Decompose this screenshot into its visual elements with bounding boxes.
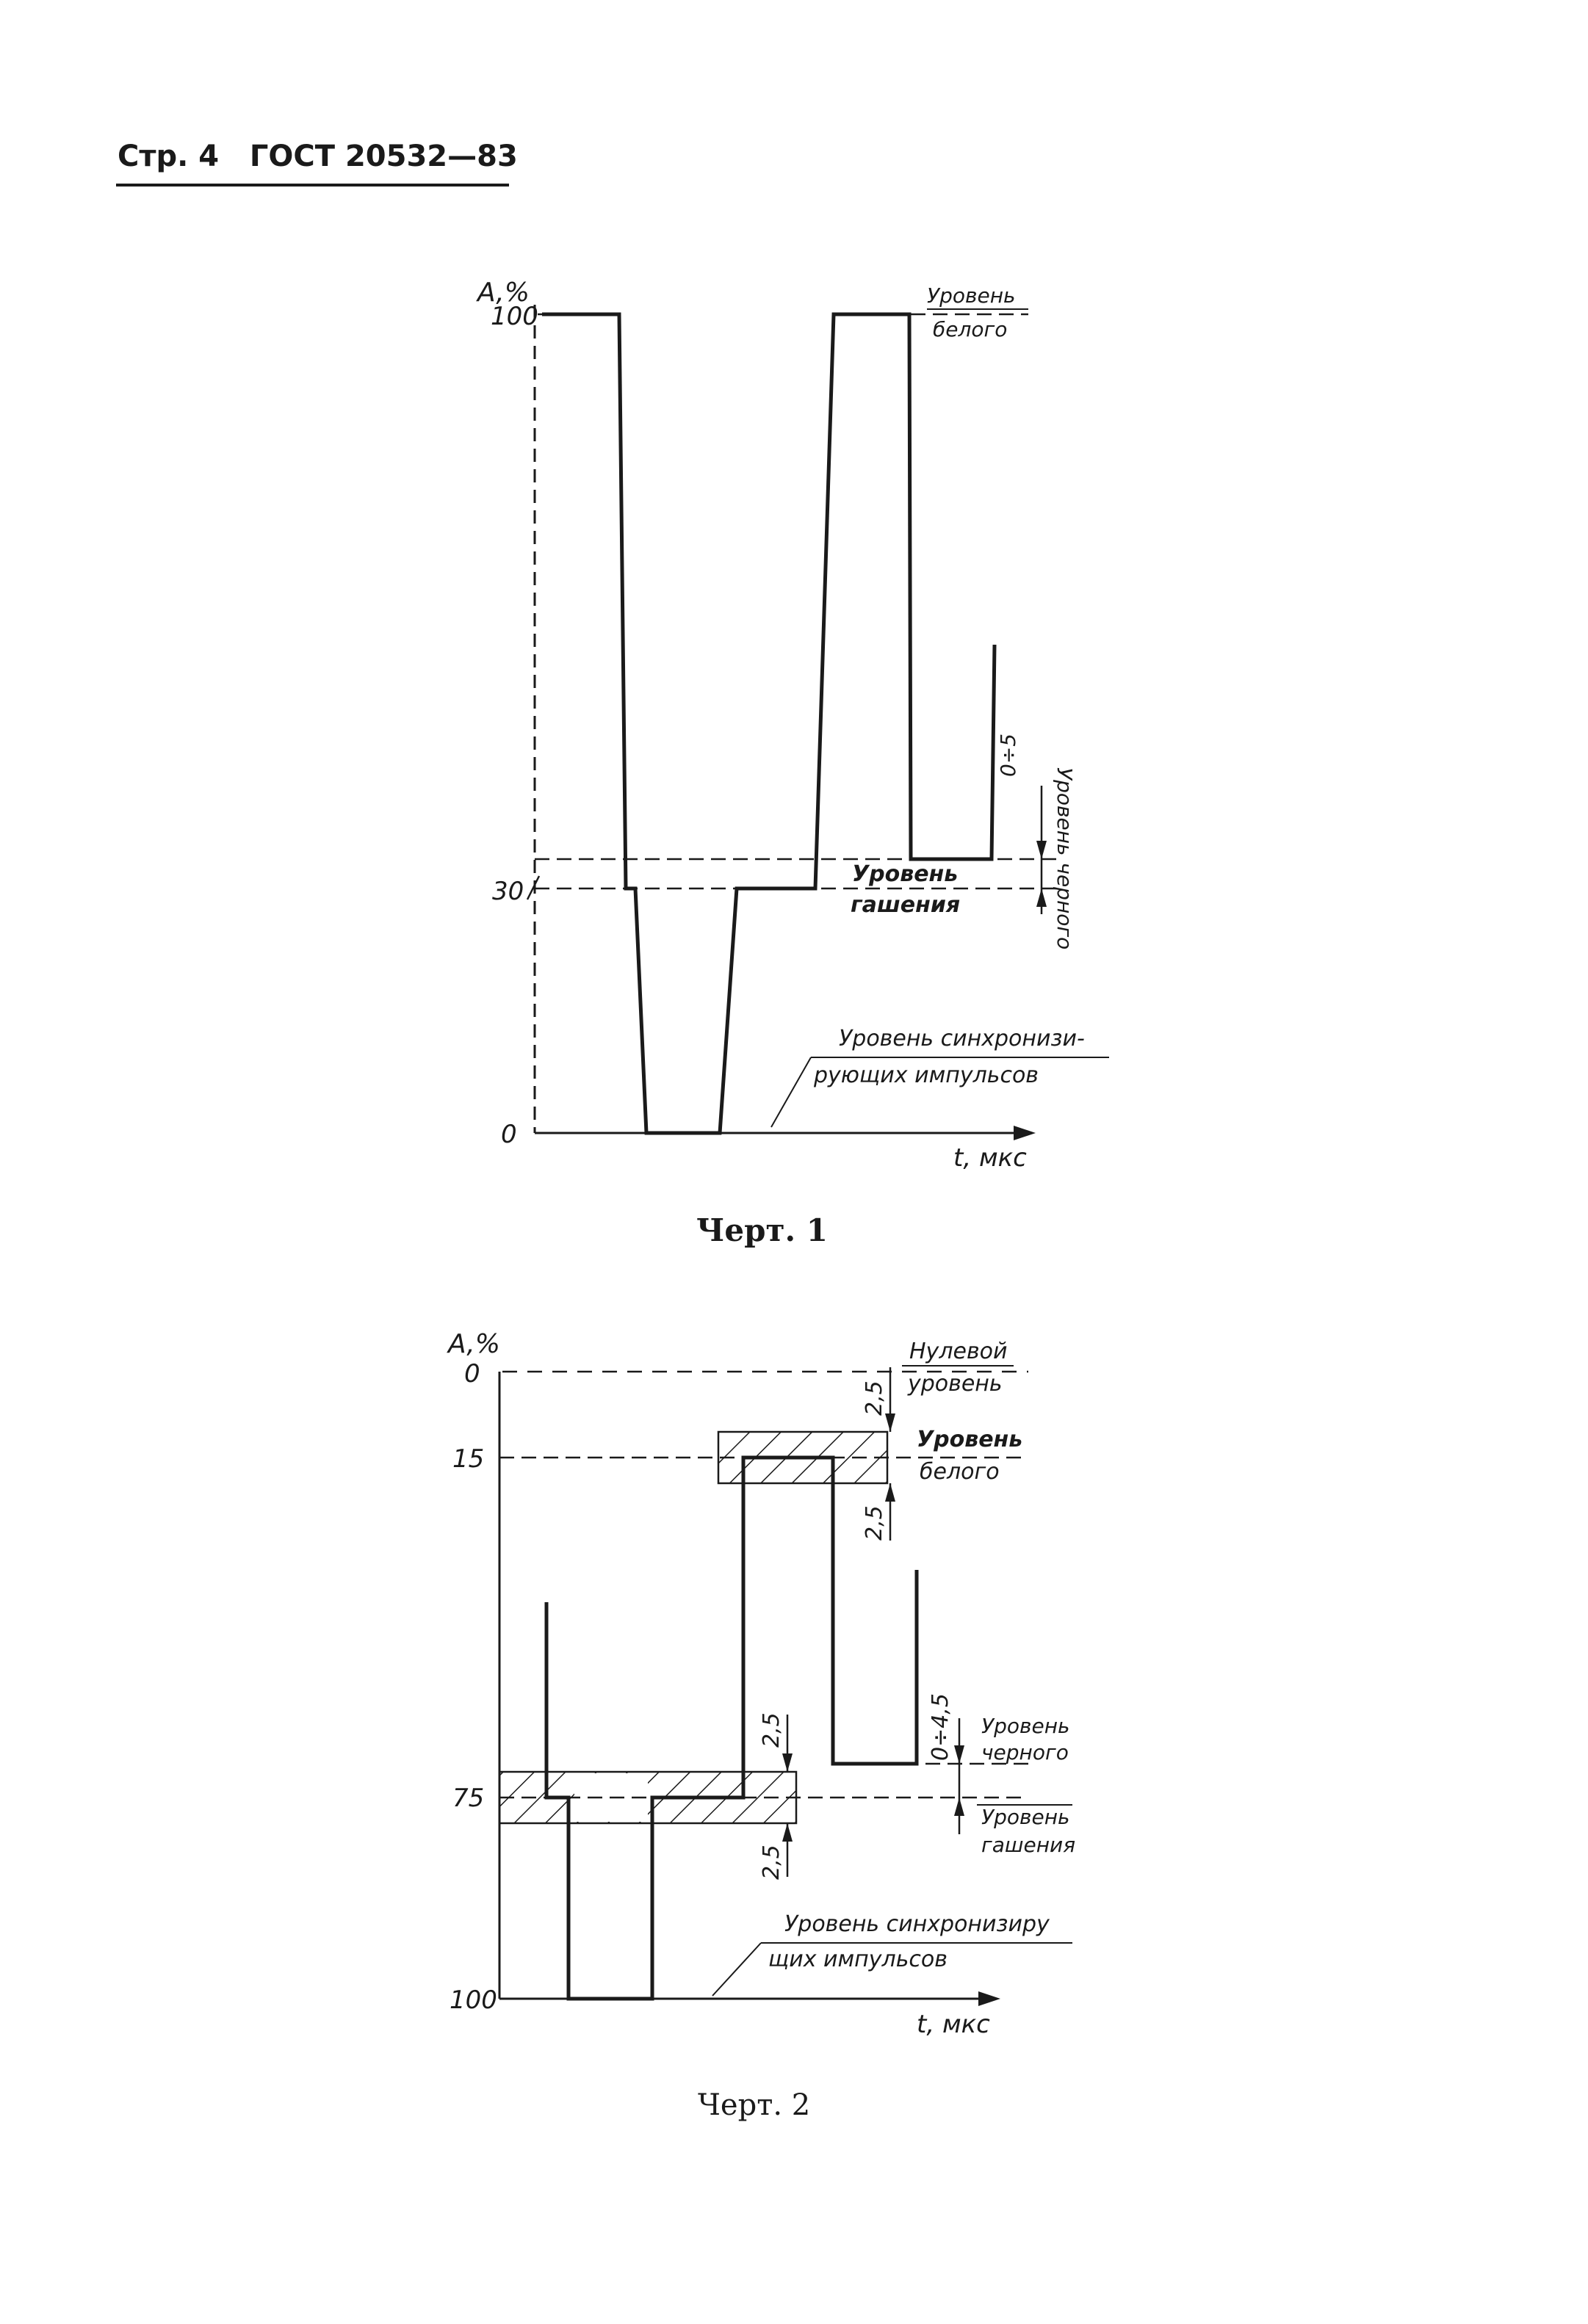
fig2-zero-label-1: Нулевой <box>909 1339 1007 1364</box>
fig1-white-label-2: белого <box>933 317 1007 341</box>
fig2-tick-100: 100 <box>450 1985 497 2015</box>
standard-number: ГОСТ 20532—83 <box>249 140 518 173</box>
fig2-black-label-1: Уровень <box>981 1714 1070 1738</box>
figure-2: A,% 0 15 75 100 t, мкс 2,5 2,5 2,5 2,5 0… <box>447 1329 1075 2122</box>
fig1-signal-waveform <box>542 312 997 1135</box>
fig1-x-axis-label: t, мкс <box>953 1143 1027 1173</box>
fig1-y-axis-label: A,% <box>476 278 530 308</box>
fig2-tick-0: 0 <box>464 1359 480 1389</box>
fig2-black-dim-arrow-top <box>954 1745 964 1764</box>
fig2-tick-75: 75 <box>452 1784 484 1813</box>
fig2-tol-blank-top: 2,5 <box>759 1712 784 1748</box>
fig2-x-axis-label: t, мкс <box>917 2010 990 2039</box>
page-number: Стр. 4 <box>118 140 220 173</box>
fig2-blank-label-2: гашения <box>981 1833 1075 1857</box>
fig2-blank-label-1: Уровень <box>981 1805 1070 1829</box>
fig2-black-label-2: черного <box>981 1740 1069 1764</box>
fig1-x-arrow <box>1014 1126 1036 1140</box>
fig2-signal-waveform <box>544 1455 919 2001</box>
fig1-tick-30: 30 <box>492 877 524 906</box>
fig1-tick-100: 100 <box>491 302 538 331</box>
fig1-black-label: Уровень черного <box>1053 767 1077 949</box>
page-header: Стр. 4 ГОСТ 20532—83 <box>118 140 518 173</box>
fig2-white-dim-arrow-top <box>885 1413 895 1432</box>
fig2-tol-white-bottom: 2,5 <box>862 1505 887 1541</box>
fig2-blank-dim-arrow-bottom <box>782 1823 793 1842</box>
fig2-sync-leader <box>712 1942 762 1997</box>
fig2-blank-dim-arrow-top <box>782 1753 793 1772</box>
fig2-sync-label-2: щих импульсов <box>768 1947 948 1972</box>
fig1-offset-arrow-up <box>1036 888 1047 907</box>
fig2-tol-blank-bottom: 2,5 <box>759 1845 784 1880</box>
fig1-tick-30-mark <box>526 875 541 900</box>
fig2-zero-label-2: уровень <box>907 1371 1003 1397</box>
fig1-caption: Черт. 1 <box>696 1212 828 1248</box>
fig2-white-dim-arrow-bottom <box>885 1483 895 1502</box>
fig1-blank-label-2: гашения <box>851 892 960 918</box>
figure-1: A,% 100 30 0 t, мкс Уровень белого Урове… <box>476 278 1109 1248</box>
fig2-white-label-1: Уровень <box>917 1427 1022 1452</box>
fig2-black-offset-label: 0÷4,5 <box>928 1693 953 1761</box>
header-rule <box>116 184 509 187</box>
fig2-x-arrow <box>978 1991 1000 2006</box>
fig2-white-label-2: белого <box>920 1459 1000 1485</box>
fig1-blank-label-1: Уровень <box>852 861 958 887</box>
fig1-sync-label-1: Уровень синхронизи- <box>839 1026 1085 1051</box>
fig2-y-axis-label: A,% <box>447 1329 500 1359</box>
fig1-sync-leader <box>770 1057 812 1128</box>
fig2-caption: Черт. 2 <box>698 2088 810 2122</box>
fig1-offset-label: 0÷5 <box>996 734 1020 777</box>
fig2-black-dim-arrow-bottom <box>954 1798 964 1816</box>
fig1-white-label-1: Уровень <box>927 283 1016 308</box>
fig2-tol-white-top: 2,5 <box>862 1380 887 1416</box>
fig1-offset-arrow-down <box>1036 841 1047 859</box>
fig2-sync-label-1: Уровень синхронизиру <box>784 1911 1050 1937</box>
fig1-tick-0: 0 <box>501 1120 517 1149</box>
fig1-sync-label-2: рующих импульсов <box>813 1063 1039 1088</box>
fig2-tick-15: 15 <box>452 1444 484 1474</box>
